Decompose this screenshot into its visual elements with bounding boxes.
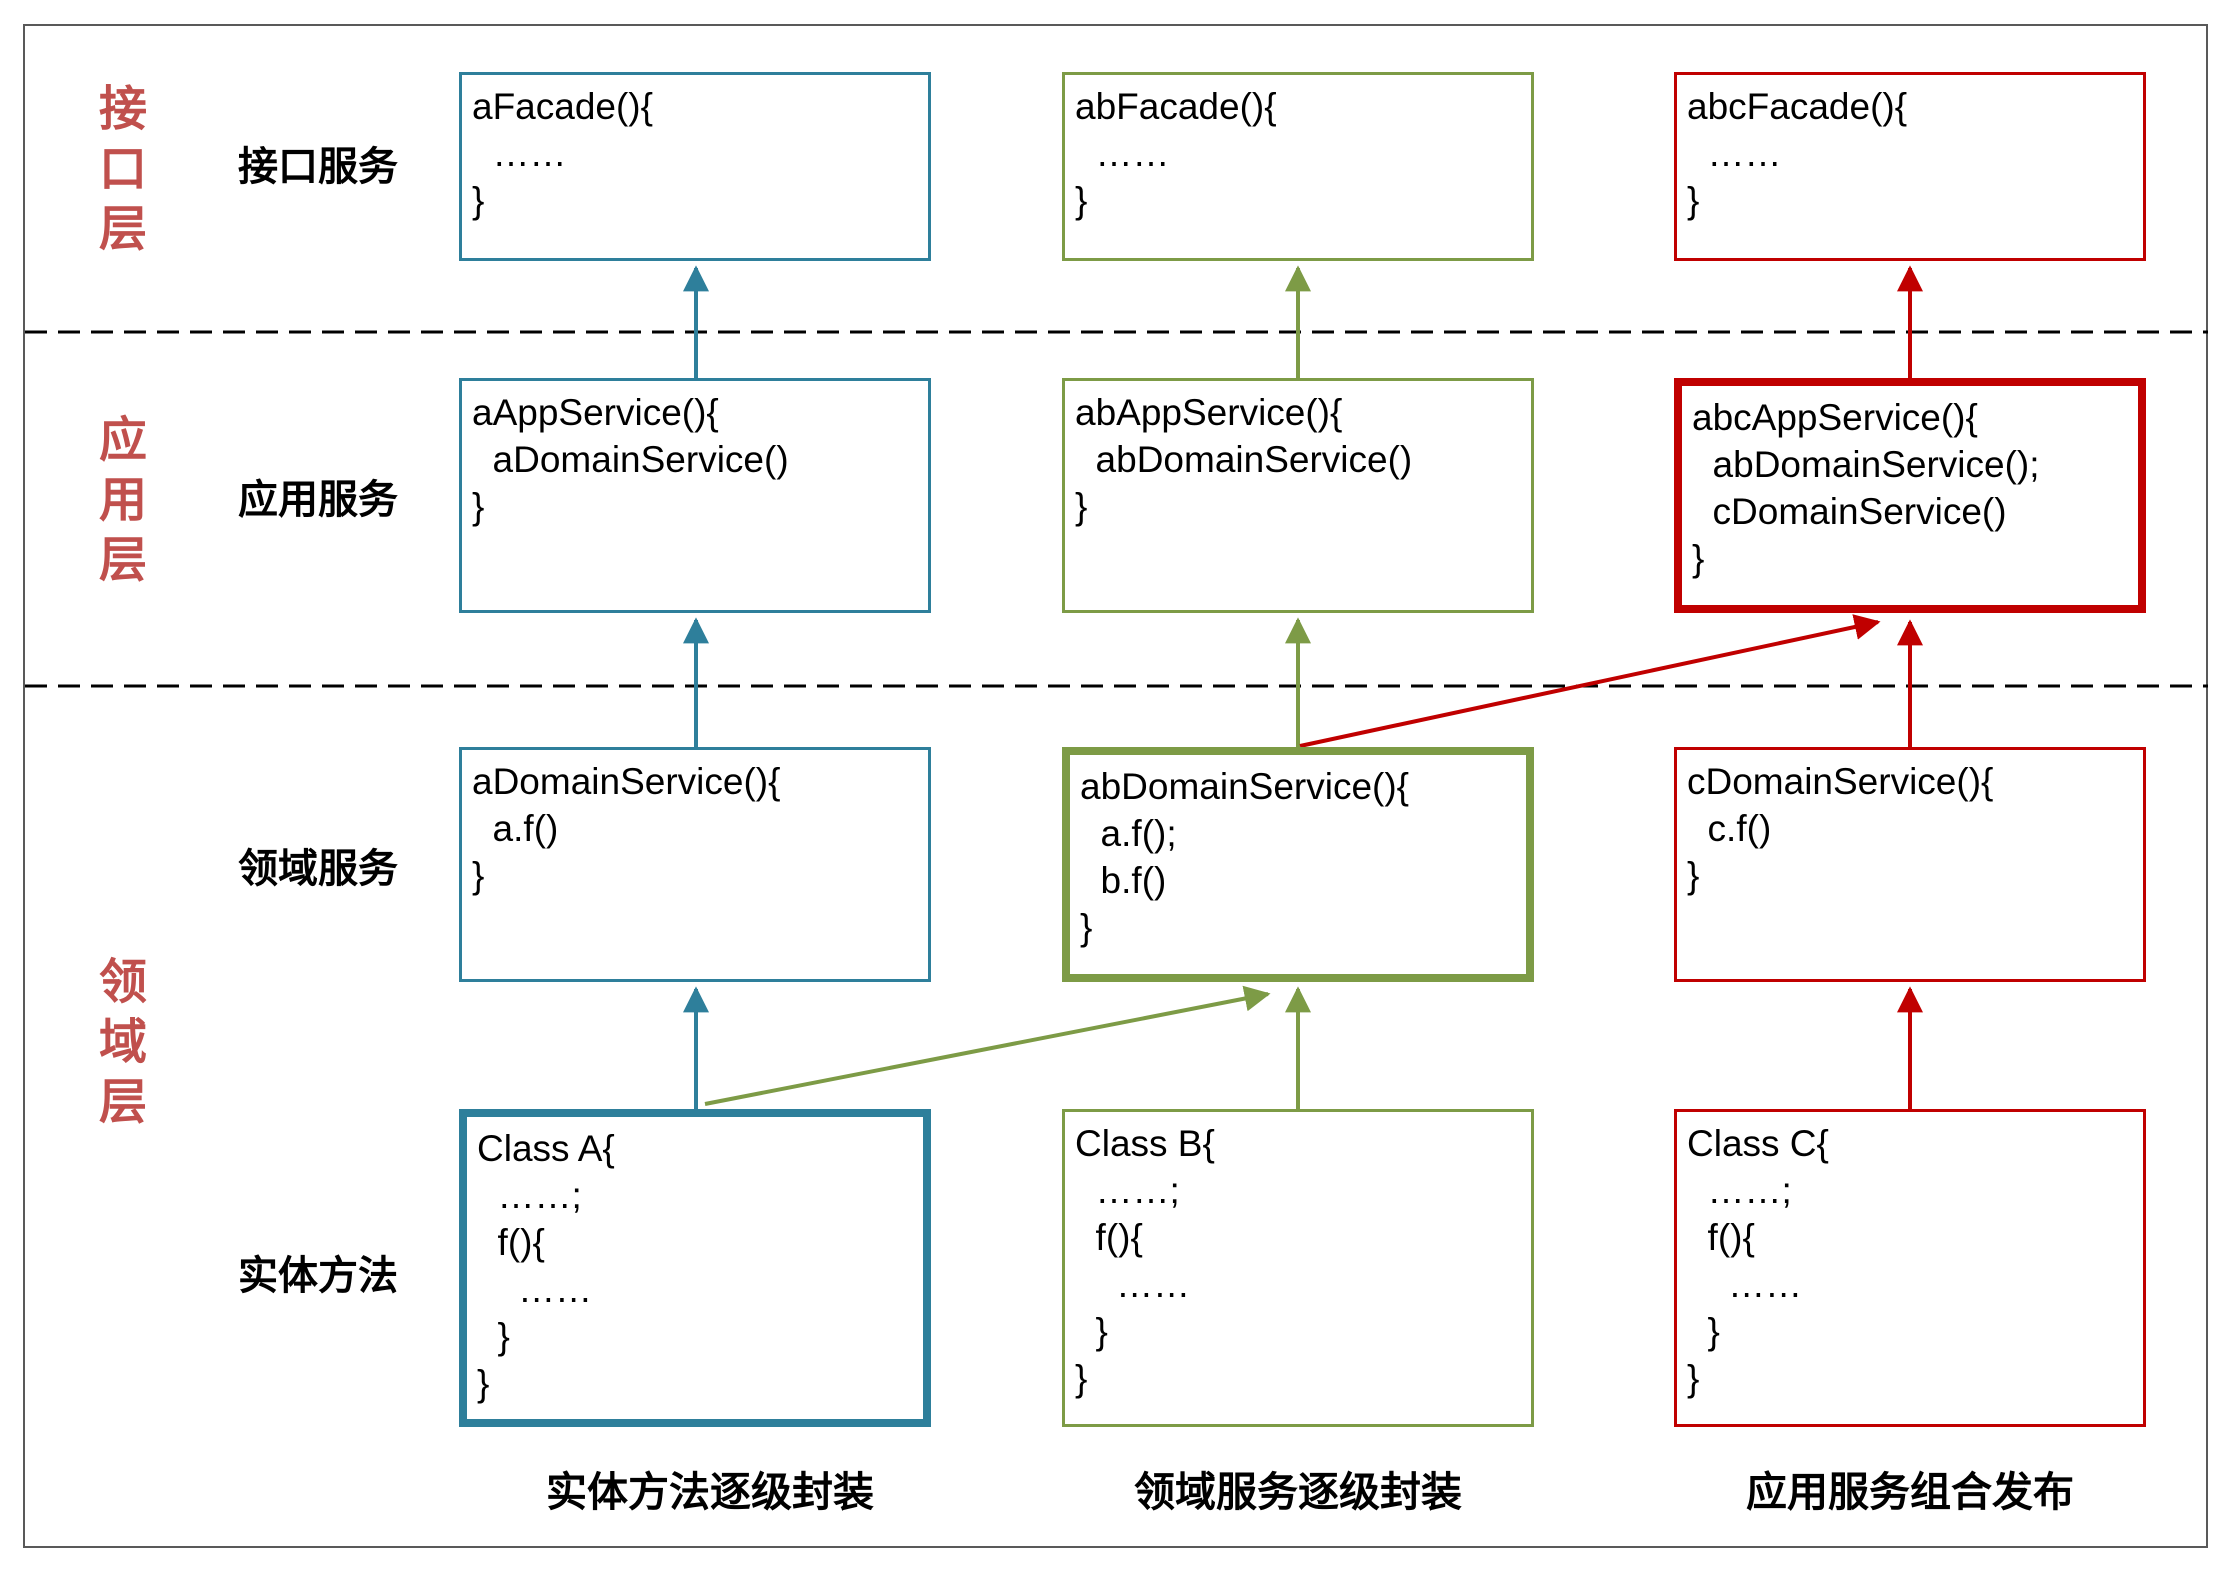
box-a-domain-service: aDomainService(){ a.f() } (459, 747, 931, 982)
box-abc-facade: abcFacade(){ …… } (1674, 72, 2146, 261)
class-b-code: Class B{ ……; f(){ …… } } (1075, 1123, 1215, 1399)
layer-divider-dashed-lines (25, 330, 2208, 688)
box-a-facade: aFacade(){ …… } (459, 72, 931, 261)
layer-label-application: 应用层 (98, 414, 147, 587)
box-abc-app-service: abcAppService(){ abDomainService(); cDom… (1674, 378, 2146, 613)
class-c-code: Class C{ ……; f(){ …… } } (1687, 1123, 1829, 1399)
ab-app-service-code: abAppService(){ abDomainService() } (1075, 392, 1413, 527)
class-a-to-ab-domain-service-arrow (704, 985, 1271, 1106)
box-c-domain-service: cDomainService(){ c.f() } (1674, 747, 2146, 982)
box-a-app-service: aAppService(){ aDomainService() } (459, 378, 931, 613)
row-label-domain-service: 领域服务 (238, 847, 398, 891)
caption-app-service-composition: 应用服务组合发布 (1746, 1469, 2074, 1515)
box-class-b: Class B{ ……; f(){ …… } } (1062, 1109, 1534, 1427)
c-domain-service-code: cDomainService(){ c.f() } (1687, 761, 1994, 896)
a-facade-code: aFacade(){ …… } (472, 86, 653, 221)
outer-frame (23, 24, 2208, 1548)
ab-domain-service-to-abc-app-service-arrow (1299, 614, 1881, 748)
caption-entity-method-wrapping: 实体方法逐级封装 (546, 1469, 874, 1515)
column-c-arrows (1299, 265, 1923, 1110)
column-b-arrows (704, 265, 1311, 1110)
ab-facade-code: abFacade(){ …… } (1075, 86, 1277, 221)
class-a-code: Class A{ ……; f(){ …… } } (477, 1128, 615, 1404)
box-class-a: Class A{ ……; f(){ …… } } (459, 1109, 931, 1427)
box-ab-domain-service: abDomainService(){ a.f(); b.f() } (1062, 747, 1534, 982)
layer-label-domain: 领域层 (98, 956, 147, 1129)
caption-domain-service-wrapping: 领域服务逐级封装 (1134, 1469, 1462, 1515)
row-label-application-service: 应用服务 (238, 478, 398, 522)
row-label-entity-method: 实体方法 (238, 1254, 398, 1298)
ab-domain-service-code: abDomainService(){ a.f(); b.f() } (1080, 766, 1410, 948)
box-ab-app-service: abAppService(){ abDomainService() } (1062, 378, 1534, 613)
a-app-service-code: aAppService(){ aDomainService() } (472, 392, 789, 527)
abc-app-service-code: abcAppService(){ abDomainService(); cDom… (1692, 397, 2040, 579)
row-label-interface-service: 接口服务 (238, 145, 398, 189)
a-domain-service-code: aDomainService(){ a.f() } (472, 761, 781, 896)
box-ab-facade: abFacade(){ …… } (1062, 72, 1534, 261)
box-class-c: Class C{ ……; f(){ …… } } (1674, 1109, 2146, 1427)
layer-label-interface: 接口层 (98, 83, 147, 256)
abc-facade-code: abcFacade(){ …… } (1687, 86, 1908, 221)
